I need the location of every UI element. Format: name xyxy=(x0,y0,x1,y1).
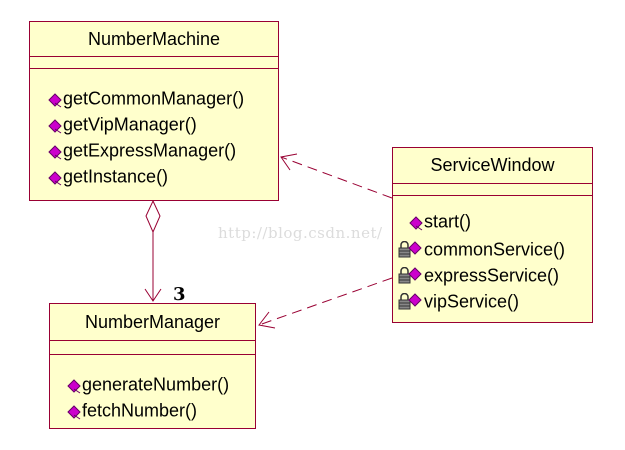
class-servicewindow[interactable]: ServiceWindow start() commonService() ex… xyxy=(392,147,593,323)
class-numbermanager[interactable]: NumberManager generateNumber() fetchNumb… xyxy=(49,303,256,429)
operation-item[interactable]: expressService() xyxy=(398,262,559,286)
operation-label: getVipManager() xyxy=(63,114,197,135)
private-method-lock-icon xyxy=(398,293,424,310)
operation-item[interactable]: generateNumber() xyxy=(66,371,229,395)
aggregation-arrowhead-icon xyxy=(144,288,162,302)
attributes-compartment xyxy=(30,57,278,69)
operation-label: getCommonManager() xyxy=(63,88,245,109)
dependency-to-numbermanager xyxy=(258,277,393,329)
public-method-icon xyxy=(47,142,63,160)
public-method-icon xyxy=(66,402,82,420)
private-method-lock-icon xyxy=(398,241,424,258)
class-name-servicewindow: ServiceWindow xyxy=(393,148,592,184)
private-method-lock-icon xyxy=(398,267,424,284)
operation-label: getExpressManager() xyxy=(63,140,237,161)
operation-item[interactable]: commonService() xyxy=(398,236,565,260)
operation-label: expressService() xyxy=(424,265,560,286)
dependency-line xyxy=(280,156,393,199)
class-numbermachine[interactable]: NumberMachine getCommonManager() getVipM… xyxy=(29,21,279,201)
operation-item[interactable]: getExpressManager() xyxy=(47,137,236,161)
class-name-numbermachine: NumberMachine xyxy=(30,22,278,57)
public-method-icon xyxy=(408,213,424,231)
operation-item[interactable]: getCommonManager() xyxy=(47,85,244,109)
public-method-icon xyxy=(47,116,63,134)
aggregation-connector xyxy=(144,199,162,302)
class-name-numbermanager: NumberManager xyxy=(50,304,255,341)
dependency-line xyxy=(258,277,393,326)
operation-item[interactable]: getVipManager() xyxy=(47,111,197,135)
attributes-compartment xyxy=(393,184,592,196)
operation-item[interactable]: getInstance() xyxy=(47,163,168,187)
operation-label: getInstance() xyxy=(63,166,169,187)
watermark-text: http://blog.csdn.net/ xyxy=(218,224,383,242)
aggregation-diamond-icon xyxy=(145,199,161,234)
operations-compartment: generateNumber() fetchNumber() xyxy=(50,355,255,428)
operation-label: generateNumber() xyxy=(82,374,230,395)
operation-label: vipService() xyxy=(424,291,520,312)
public-method-icon xyxy=(66,376,82,394)
operation-label: start() xyxy=(424,211,471,232)
operations-compartment: getCommonManager() getVipManager() getEx… xyxy=(30,69,278,200)
operation-label: fetchNumber() xyxy=(82,400,198,421)
dependency-arrowhead-icon xyxy=(258,311,276,329)
dependency-arrowhead-icon xyxy=(280,153,298,171)
dependency-to-numbermachine xyxy=(280,153,393,199)
operation-label: commonService() xyxy=(424,239,566,260)
multiplicity-label: 3 xyxy=(173,284,186,305)
public-method-icon xyxy=(47,90,63,108)
operation-item[interactable]: fetchNumber() xyxy=(66,397,197,421)
operation-item[interactable]: vipService() xyxy=(398,288,519,312)
operation-item[interactable]: start() xyxy=(408,208,471,232)
attributes-compartment xyxy=(50,341,255,355)
public-method-icon xyxy=(47,168,63,186)
operations-compartment: start() commonService() expressService()… xyxy=(393,196,592,322)
